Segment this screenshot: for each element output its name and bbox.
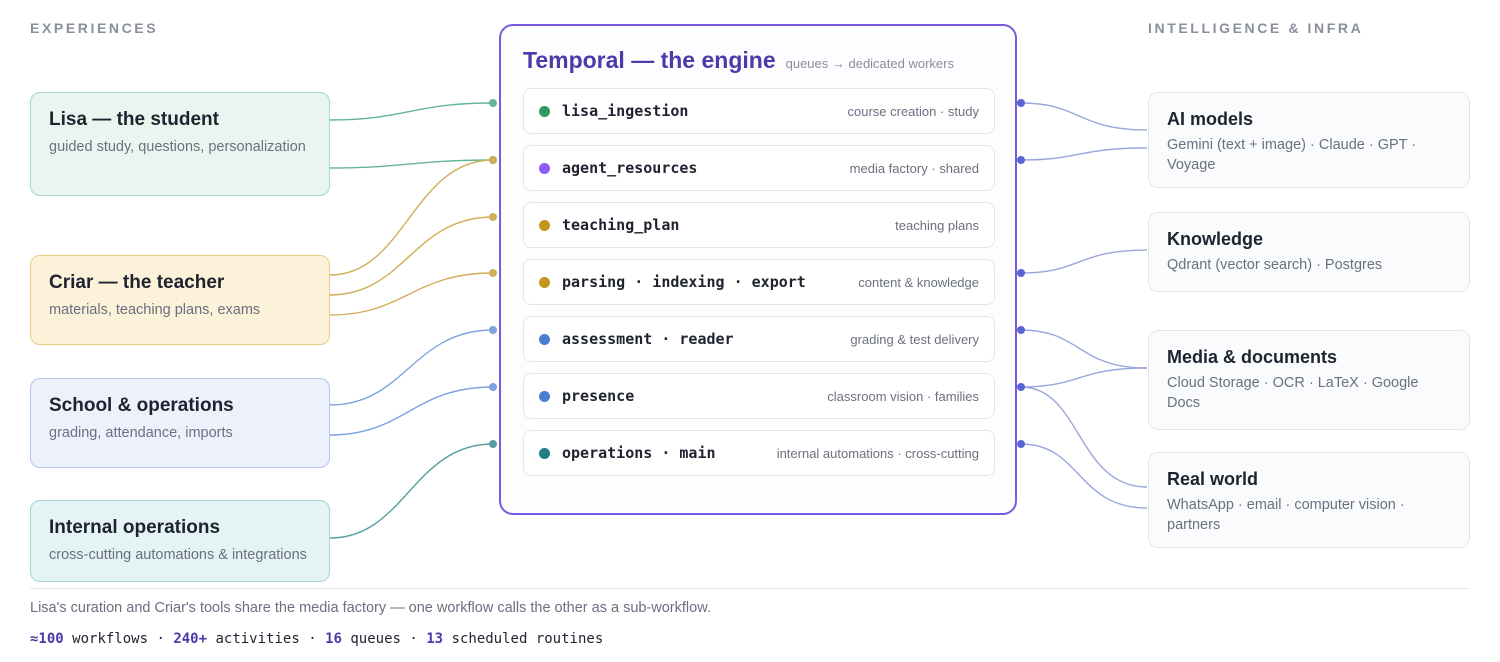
queue-description: course creation · study	[847, 103, 979, 119]
queue-lisa-ingestion: lisa_ingestion course creation · study	[523, 88, 995, 134]
infra-subtitle: WhatsApp · email · computer vision · par…	[1167, 497, 1405, 533]
infra-card-real-world: Real world WhatsApp · email · computer v…	[1148, 452, 1470, 548]
connector-line	[329, 102, 494, 121]
connector-dot	[489, 156, 497, 164]
connector-dot	[1017, 440, 1025, 448]
connector-line	[1020, 102, 1148, 131]
queue-presence: presence classroom vision · families	[523, 373, 995, 419]
connector-dot	[489, 326, 497, 334]
stat-value: 13	[426, 631, 444, 647]
experience-title: Criar — the teacher	[49, 272, 225, 293]
queue-name: operations · main	[562, 444, 716, 462]
stat-label: scheduled routines	[451, 631, 604, 647]
queue-description: internal automations · cross-cutting	[776, 445, 979, 461]
experiences-column-title: EXPERIENCES	[30, 20, 159, 36]
infra-subtitle: Qdrant (vector search) · Postgres	[1167, 257, 1383, 273]
experience-subtitle: cross-cutting automations & integrations	[49, 547, 307, 563]
connector-dot	[489, 156, 497, 164]
status-dot	[539, 162, 550, 174]
connector-line	[1020, 443, 1148, 509]
experience-subtitle: grading, attendance, imports	[49, 425, 233, 441]
engine-title: Temporal — the engine	[523, 47, 776, 73]
footer-stats: ≈100 workflows · 240+ activities · 16 qu…	[30, 631, 604, 647]
infra-card-knowledge: Knowledge Qdrant (vector search) · Postg…	[1148, 212, 1470, 292]
queue-assessment-reader: assessment · reader grading & test deliv…	[523, 316, 995, 362]
queue-description: media factory · shared	[849, 160, 979, 176]
experience-title: School & operations	[49, 395, 234, 416]
infra-card-media-documents: Media & documents Cloud Storage · OCR · …	[1148, 330, 1470, 430]
queue-agent-resources: agent_resources media factory · shared	[523, 145, 995, 191]
connector-dot	[1017, 383, 1025, 391]
connector-line	[1020, 329, 1148, 369]
connector-dot	[1017, 269, 1025, 277]
connector-line	[1020, 249, 1148, 274]
queue-name: lisa_ingestion	[562, 102, 689, 120]
experience-subtitle: guided study, questions, personalization	[49, 139, 306, 155]
experience-subtitle: materials, teaching plans, exams	[49, 302, 261, 318]
connector-line	[329, 159, 494, 169]
status-dot	[539, 105, 550, 117]
stat-label: workflows	[72, 631, 149, 647]
connector-line	[1020, 147, 1148, 161]
connector-line	[329, 386, 494, 436]
connector-dot	[1017, 156, 1025, 164]
experience-card-lisa: Lisa — the student guided study, questio…	[30, 92, 330, 196]
queue-operations-main: operations · main internal automations ·…	[523, 430, 995, 476]
queue-name: parsing · indexing · export	[562, 273, 806, 291]
stat-label: queues	[350, 631, 401, 647]
queue-name: assessment · reader	[562, 330, 734, 348]
infra-column-title: INTELLIGENCE & INFRA	[1148, 20, 1364, 36]
experience-card-internal-ops: Internal operations cross-cutting automa…	[30, 500, 330, 582]
queue-description: grading & test delivery	[850, 331, 979, 347]
experience-title: Internal operations	[49, 517, 221, 538]
queue-description: classroom vision · families	[827, 388, 979, 404]
connector-dot	[489, 99, 497, 107]
status-dot	[539, 390, 550, 402]
stat-value: 16	[325, 631, 342, 647]
infra-card-ai-models: AI models Gemini (text + image) · Claude…	[1148, 92, 1470, 188]
connector-dot	[489, 213, 497, 221]
infra-subtitle: Gemini (text + image) · Claude · GPT · V…	[1167, 137, 1417, 173]
status-dot	[539, 447, 550, 459]
connector-line	[1020, 367, 1148, 388]
connector-line	[329, 159, 494, 276]
experience-card-school: School & operations grading, attendance,…	[30, 378, 330, 468]
status-dot	[539, 276, 550, 288]
temporal-engine-panel: Temporal — the engine queues → dedicated…	[499, 24, 1017, 515]
connector-dot	[1017, 326, 1025, 334]
footer-divider	[30, 588, 1470, 589]
stat-value: ≈100	[30, 631, 64, 647]
connector-dot	[489, 440, 497, 448]
connector-line	[329, 272, 494, 316]
stat-value: 240+	[173, 631, 208, 647]
status-dot	[539, 333, 550, 345]
status-dot	[539, 219, 550, 231]
connector-dot	[489, 269, 497, 277]
queue-teaching-plan: teaching_plan teaching plans	[523, 202, 995, 248]
stat-label: activities	[215, 631, 300, 647]
experience-card-criar: Criar — the teacher materials, teaching …	[30, 255, 330, 345]
queue-description: teaching plans	[895, 217, 979, 233]
connector-line	[329, 443, 494, 539]
connector-line	[1020, 386, 1148, 488]
connector-line	[329, 216, 494, 296]
infra-subtitle: Cloud Storage · OCR · LaTeX · Google Doc…	[1167, 375, 1419, 411]
engine-subtitle: queues → dedicated workers	[785, 56, 954, 71]
queue-name: presence	[562, 387, 635, 405]
queue-name: teaching_plan	[562, 216, 680, 234]
connector-dot	[489, 383, 497, 391]
queue-parsing-indexing-export: parsing · indexing · export content & kn…	[523, 259, 995, 305]
connector-line	[329, 329, 494, 406]
infra-title: Media & documents	[1167, 347, 1338, 367]
queue-name: agent_resources	[562, 159, 698, 177]
queue-description: content & knowledge	[858, 274, 979, 290]
footer-note: Lisa's curation and Criar's tools share …	[30, 600, 711, 616]
experience-title: Lisa — the student	[49, 109, 219, 130]
engine-header: Temporal — the engine queues → dedicated…	[523, 47, 954, 74]
infra-title: AI models	[1167, 109, 1254, 129]
infra-title: Knowledge	[1167, 229, 1264, 249]
connector-dot	[1017, 99, 1025, 107]
infra-title: Real world	[1167, 469, 1259, 489]
